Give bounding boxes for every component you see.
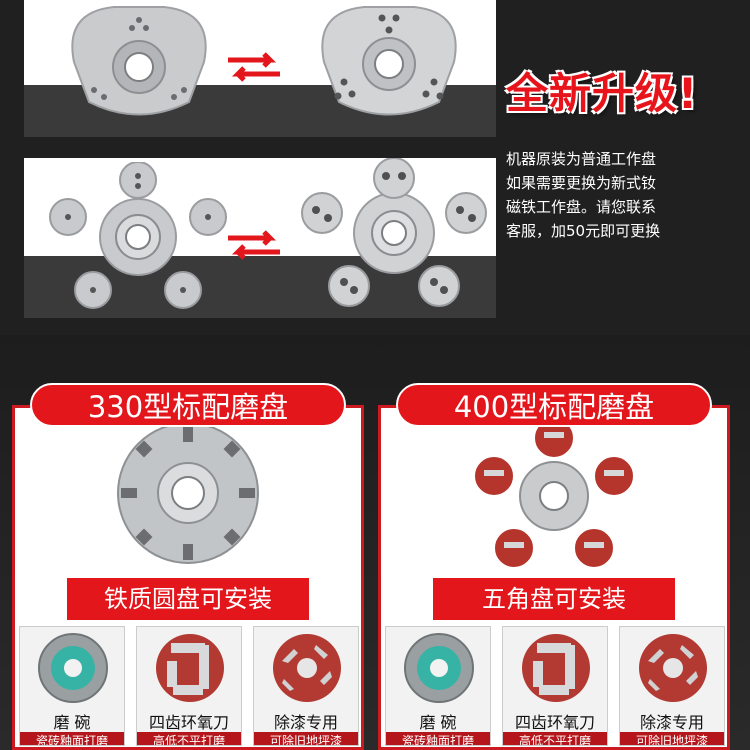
product-card-400: 五角盘可安装 磨 碗 瓷砖釉面打磨 四齿环氧刀 高低不平打磨 [378,405,730,750]
accessory-sub: 瓷砖釉面打磨 [20,732,124,745]
swap-arrows-icon [228,52,280,82]
upgrade-desc-line-1: 机器原装为普通工作盘 [506,150,657,168]
upgrade-desc-line-2: 如果需要更换为新式钕 [506,174,657,192]
paint-removal-disc-image [273,634,341,702]
accessory-four-tooth-blade: 四齿环氧刀 高低不平打磨 [502,626,608,746]
standard-discs-section: 铁质圆盘可安装 磨 碗 瓷砖釉面打磨 四齿环氧刀 高低不平打磨 [0,335,750,750]
star-plate-image-magnetic [301,158,487,307]
accessory-sub: 高低不平打磨 [503,732,607,745]
accessory-paint-removal: 除漆专用 可除旧地坪漆 [619,626,725,746]
iron-round-disc-image [117,422,259,564]
accessory-four-tooth-blade: 四齿环氧刀 高低不平打磨 [136,626,242,746]
accessory-sub: 瓷砖釉面打磨 [386,732,490,745]
accessory-label: 磨 碗 [419,713,457,732]
accessory-label: 磨 碗 [53,713,91,732]
accessory-tiles: 磨 碗 瓷砖釉面打磨 四齿环氧刀 高低不平打磨 除漆专用 可 [19,626,359,746]
install-label: 五角盘可安装 [433,578,675,620]
accessory-sub: 高低不平打磨 [137,732,241,745]
four-tooth-blade-image [522,634,590,702]
four-tooth-blade-image [156,634,224,702]
accessory-label: 四齿环氧刀 [514,713,595,732]
star-plate-panel [24,158,496,318]
install-label: 铁质圆盘可安装 [67,578,309,620]
triangle-plate-image-standard [71,6,207,116]
accessory-label: 除漆专用 [273,713,338,732]
accessory-sub: 可除旧地坪漆 [254,732,358,745]
accessory-paint-removal: 除漆专用 可除旧地坪漆 [253,626,359,746]
accessory-grinding-bowl: 磨 碗 瓷砖釉面打磨 [19,626,125,746]
grinding-bowl-image [404,633,474,703]
triangle-plate-panel [24,0,496,137]
paint-removal-disc-image [639,634,707,702]
grinding-bowl-image [38,633,108,703]
product-card-330: 铁质圆盘可安装 磨 碗 瓷砖釉面打磨 四齿环氧刀 高低不平打磨 [12,405,364,750]
swap-arrows-icon [228,230,280,260]
accessory-tiles: 磨 碗 瓷砖釉面打磨 四齿环氧刀 高低不平打磨 除漆专用 可 [385,626,725,746]
star-plate-image-standard [49,162,227,309]
upgrade-desc-line-3: 磁铁工作盘。请您联系 [506,198,657,216]
product-title-330: 330型标配磨盘 [30,383,346,427]
accessory-label: 除漆专用 [639,713,704,732]
product-title-400: 400型标配磨盘 [396,383,712,427]
triangle-plate-image-magnetic [321,6,457,116]
pentagon-disc-image [473,417,635,569]
accessory-grinding-bowl: 磨 碗 瓷砖釉面打磨 [385,626,491,746]
accessory-sub: 可除旧地坪漆 [620,732,724,745]
upgrade-desc-line-4: 客服，加50元即可更换 [506,222,661,240]
accessory-label: 四齿环氧刀 [148,713,229,732]
upgrade-section: 全新升级! 机器原装为普通工作盘 如果需要更换为新式钕 磁铁工作盘。请您联系 客… [0,0,750,335]
upgrade-headline: 全新升级! [506,69,699,118]
